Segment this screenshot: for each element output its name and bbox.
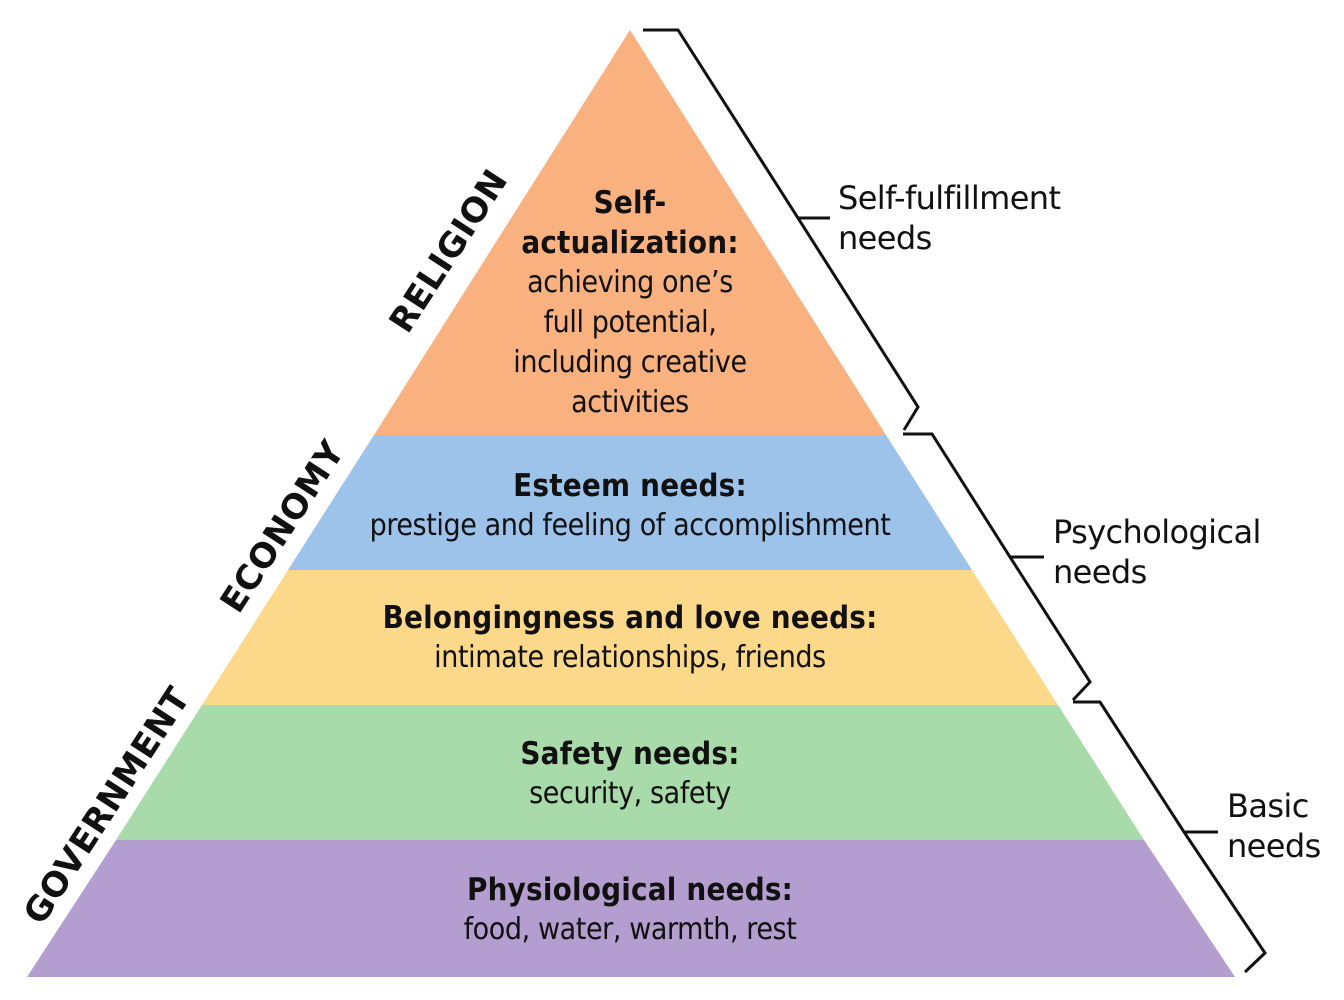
bracket-label-psychological: Psychological needs <box>1053 512 1313 592</box>
tier-physiological-shape <box>27 840 1235 977</box>
tier-self-actualization-desc-line4: activities <box>571 385 689 420</box>
tier-esteem-text: Esteem needs: prestige and feeling of ac… <box>310 466 950 546</box>
tier-safety-desc: security, safety <box>529 776 731 811</box>
bracket-label-self-fulfillment: Self-fulfillment needs <box>838 178 1098 258</box>
tier-self-actualization-title-line1: Self- <box>593 185 667 221</box>
tier-belongingness-desc: intimate relationships, friends <box>434 640 826 675</box>
bracket-label-basic-line1: Basic <box>1227 787 1309 825</box>
bracket-psychological <box>903 432 1092 702</box>
tier-self-actualization-desc-line3: including creative <box>513 345 747 380</box>
tier-self-actualization-title-line2: actualization: <box>521 225 739 261</box>
bracket-label-psychological-line1: Psychological <box>1053 513 1261 551</box>
tier-physiological-text: Physiological needs: food, water, warmth… <box>330 870 930 950</box>
tier-self-actualization-desc-line2: full potential, <box>543 305 717 340</box>
tier-belongingness-title: Belongingness and love needs: <box>382 600 878 636</box>
tier-self-actualization-desc-line1: achieving one’s <box>527 265 733 300</box>
tier-safety-title: Safety needs: <box>520 736 740 772</box>
tier-physiological-title: Physiological needs: <box>466 872 794 908</box>
tier-esteem-desc: prestige and feeling of accomplishment <box>369 508 891 543</box>
tier-esteem-shape <box>288 435 972 570</box>
tier-physiological-desc: food, water, warmth, rest <box>463 912 797 947</box>
tier-self-actualization-shape <box>374 30 886 435</box>
tier-safety-text: Safety needs: security, safety <box>330 734 930 814</box>
bracket-label-psychological-line2: needs <box>1053 553 1147 591</box>
tier-safety-shape <box>116 705 1144 840</box>
tier-self-actualization-text: Self- actualization: achieving one’s ful… <box>480 183 780 423</box>
tier-belongingness-shape <box>202 570 1058 705</box>
bracket-self-fulfillment <box>643 28 920 431</box>
bracket-label-self-fulfillment-line2: needs <box>838 219 932 257</box>
tier-esteem-title: Esteem needs: <box>513 468 747 504</box>
bracket-label-self-fulfillment-line1: Self-fulfillment <box>838 179 1061 217</box>
bracket-label-basic-line2: needs <box>1227 827 1321 865</box>
tier-belongingness-text: Belongingness and love needs: intimate r… <box>300 598 960 678</box>
bracket-label-basic: Basic needs <box>1227 786 1337 866</box>
bracket-basic <box>1073 700 1267 974</box>
